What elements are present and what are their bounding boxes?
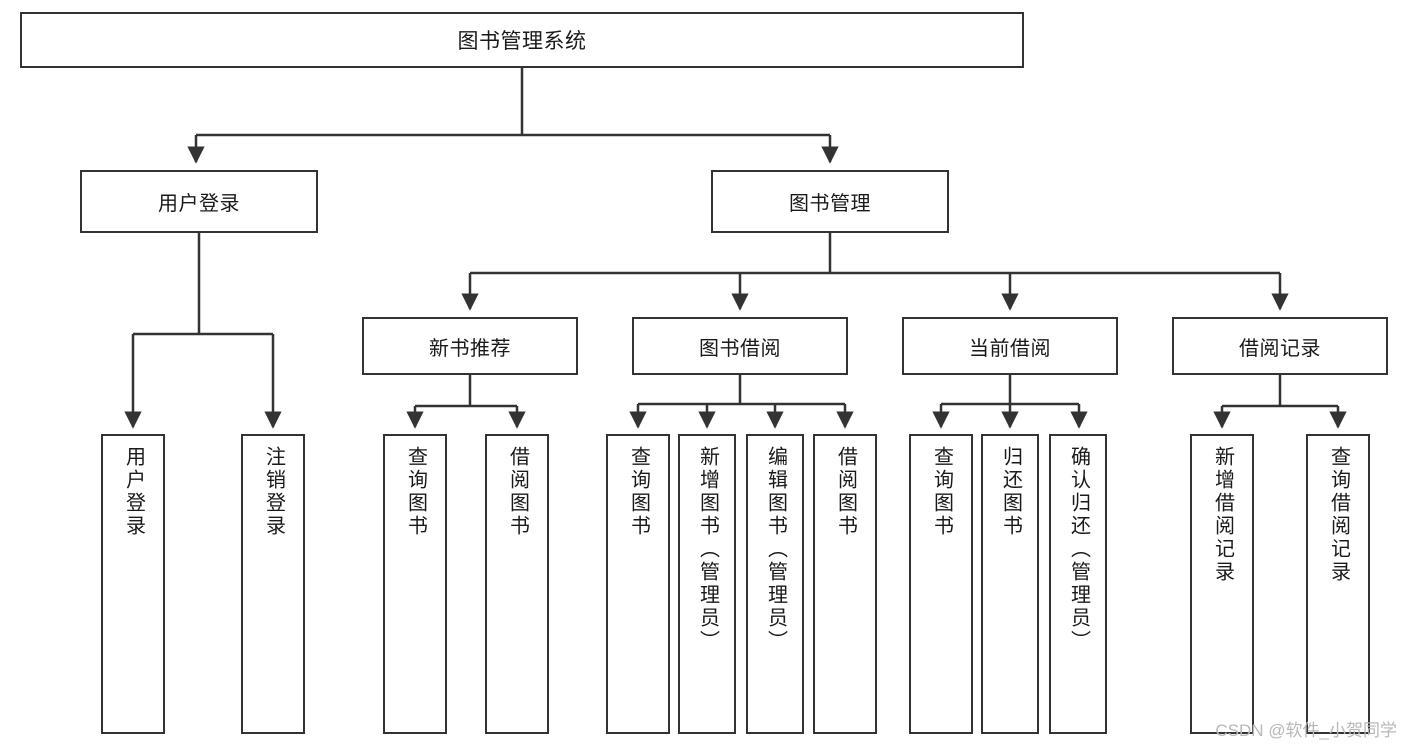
node-label: 编辑图书（管理员）: [764, 446, 787, 653]
node-user-login[interactable]: 用户登录: [80, 170, 318, 233]
node-label: 图书管理系统: [457, 30, 587, 53]
leaf-user-login-login[interactable]: 用户登录: [101, 434, 165, 734]
node-label: 查询图书: [627, 446, 650, 538]
node-root-system[interactable]: 图书管理系统: [20, 12, 1024, 68]
leaf-borrow-edit-book[interactable]: 编辑图书（管理员）: [746, 434, 804, 734]
leaf-user-login-logout[interactable]: 注销登录: [241, 434, 305, 734]
node-label: 新增图书（管理员）: [696, 446, 719, 653]
leaf-borrow-query-book[interactable]: 查询图书: [606, 434, 670, 734]
node-borrow-record[interactable]: 借阅记录: [1172, 317, 1388, 375]
node-label: 用户登录: [122, 446, 145, 538]
leaf-record-add-record[interactable]: 新增借阅记录: [1190, 434, 1254, 734]
node-label: 图书管理: [789, 193, 871, 215]
node-label: 当前借阅: [969, 337, 1051, 360]
node-label: 注销登录: [262, 446, 285, 538]
leaf-new-book-query[interactable]: 查询图书: [383, 434, 447, 734]
node-label: 图书借阅: [699, 337, 781, 360]
leaf-current-confirm-return[interactable]: 确认归还（管理员）: [1049, 434, 1107, 734]
node-label: 新书推荐: [429, 337, 511, 360]
leaf-borrow-borrow-book[interactable]: 借阅图书: [813, 434, 877, 734]
node-book-management[interactable]: 图书管理: [711, 170, 949, 233]
leaf-new-book-borrow[interactable]: 借阅图书: [485, 434, 549, 734]
leaf-borrow-add-book[interactable]: 新增图书（管理员）: [678, 434, 736, 734]
node-label: 确认归还（管理员）: [1067, 446, 1090, 653]
leaf-current-query-book[interactable]: 查询图书: [909, 434, 973, 734]
node-new-book-recommend[interactable]: 新书推荐: [362, 317, 578, 375]
node-label: 归还图书: [999, 446, 1022, 538]
node-label: 借阅记录: [1239, 337, 1321, 360]
leaf-record-query-record[interactable]: 查询借阅记录: [1306, 434, 1370, 734]
node-current-borrow[interactable]: 当前借阅: [902, 317, 1118, 375]
node-label: 借阅图书: [834, 446, 857, 538]
node-label: 查询图书: [930, 446, 953, 538]
leaf-current-return-book[interactable]: 归还图书: [981, 434, 1039, 734]
node-label: 用户登录: [158, 193, 240, 215]
node-label: 借阅图书: [506, 446, 529, 538]
node-label: 查询图书: [404, 446, 427, 538]
node-book-borrow[interactable]: 图书借阅: [632, 317, 848, 375]
node-label: 新增借阅记录: [1211, 446, 1234, 584]
node-label: 查询借阅记录: [1327, 446, 1350, 584]
